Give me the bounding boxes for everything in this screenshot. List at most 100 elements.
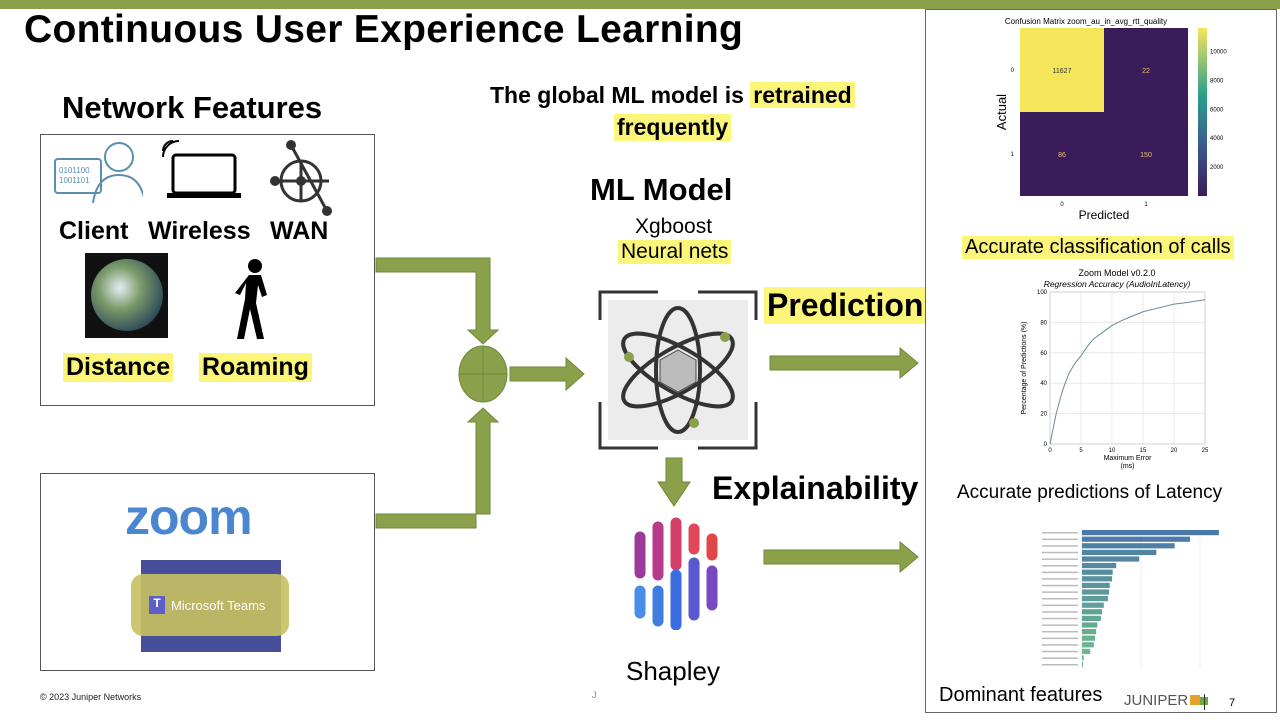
flow-arrows: [375, 257, 919, 574]
feature-bar-label: [1042, 584, 1078, 587]
feature-bar-label: [1042, 637, 1078, 640]
x-tick: 25: [1202, 448, 1209, 454]
svg-text:1001101: 1001101: [59, 176, 90, 185]
y-tick: 40: [1040, 381, 1047, 387]
feature-bar-label: [1042, 644, 1078, 646]
feature-bar-label: [1042, 591, 1078, 593]
svg-text:0101100: 0101100: [59, 166, 90, 175]
plot-frame: [1049, 291, 1206, 445]
feature-bar-label: [1042, 617, 1078, 620]
feature-label-client: Client: [59, 217, 129, 245]
retrain-text: The global ML model is retrained: [490, 82, 855, 109]
prediction-arrow: [769, 346, 919, 380]
x-tick: 10: [1109, 448, 1116, 454]
y-tick: 0: [1044, 442, 1048, 448]
feature-bar: [1082, 563, 1117, 569]
juniper-logo: JUNIPER: [1124, 692, 1209, 709]
feature-bar: [1082, 582, 1110, 588]
feature-bar-label: [1042, 558, 1078, 560]
algo-xgboost: Xgboost: [635, 215, 713, 238]
feature-bar: [1082, 622, 1098, 628]
feature-label-distance: Distance: [63, 353, 174, 382]
feature-importance-chart: [1042, 530, 1219, 669]
retrain-text-line2: frequently: [614, 114, 732, 141]
apps-box: zoom T Microsoft Teams: [40, 473, 375, 671]
feature-bar-label: [1042, 650, 1078, 653]
cell-value: 22: [1142, 68, 1150, 75]
prediction-label: Prediction: [764, 287, 927, 324]
feature-bar-label: [1042, 598, 1078, 600]
feature-bar-label: [1042, 545, 1078, 547]
colorbar-tick: 2000: [1210, 165, 1224, 171]
feature-bar: [1082, 609, 1103, 615]
ml-model-atom-icon: [598, 290, 758, 450]
chart-title: Zoom Model v0.2.0: [1078, 268, 1155, 278]
feature-bar-label: [1042, 565, 1078, 567]
feature-bar-label: [1042, 664, 1078, 666]
teams-label: Microsoft Teams: [171, 598, 266, 613]
feature-bar-label: [1042, 578, 1078, 580]
teams-logo: T Microsoft Teams: [131, 560, 289, 652]
feature-bar-label: [1042, 657, 1078, 659]
cell-value: 150: [1140, 152, 1152, 159]
explainability-label: Explainability: [712, 470, 919, 506]
x-tick: 15: [1140, 448, 1147, 454]
features-heading: Network Features: [62, 90, 323, 125]
shapley-label: Shapley: [626, 656, 720, 686]
feature-bar: [1082, 635, 1095, 641]
feature-bar-label: [1042, 551, 1078, 554]
cell-value: 11627: [1053, 68, 1072, 75]
y-tick: 20: [1040, 412, 1047, 418]
y-label: Actual: [994, 94, 1009, 130]
colorbar-tick: 6000: [1210, 107, 1224, 113]
x-label: Maximum Error: [1104, 455, 1153, 462]
algo-neural-nets: Neural nets: [618, 240, 732, 264]
x-tick: 0: [1060, 202, 1064, 208]
feature-bar-label: [1042, 631, 1078, 633]
feature-bar: [1082, 556, 1140, 562]
latency-curve: [1049, 299, 1206, 445]
latency-label: Accurate predictions of Latency: [957, 482, 1223, 503]
feature-label-wireless: Wireless: [148, 217, 251, 245]
matrix-cell: [1020, 112, 1104, 196]
feature-bar-label: [1042, 624, 1078, 626]
y-tick: 100: [1037, 290, 1048, 296]
walking-person-icon: [235, 259, 267, 339]
classification-label: Accurate classification of calls: [962, 236, 1234, 259]
feature-bar: [1082, 642, 1094, 648]
chart-title: Confusion Matrix zoom_au_in_avg_rtt_qual…: [1005, 17, 1167, 26]
x-label-unit: (ms): [1121, 463, 1135, 470]
matrix-cell: [1104, 112, 1188, 196]
colorbar-tick: 8000: [1210, 78, 1224, 84]
feature-bar: [1082, 648, 1091, 654]
slide-title: Continuous User Experience Learning: [24, 8, 744, 51]
results-panel: [925, 9, 1277, 713]
y-label: Percentage of Predictions (%): [1021, 322, 1028, 415]
colorbar-tick: 4000: [1210, 136, 1224, 142]
matrix-cell: [1104, 28, 1188, 112]
shapley-logo-icon: [634, 517, 718, 630]
feature-bar: [1082, 576, 1113, 582]
feature-bar: [1082, 602, 1104, 608]
explain-down-arrow: [657, 457, 691, 507]
apps-to-sum-arrow: [375, 407, 500, 529]
network-hub-icon: [270, 140, 332, 216]
feature-bar: [1082, 655, 1084, 661]
x-tick: 5: [1079, 448, 1083, 454]
feature-bar: [1082, 662, 1083, 668]
feature-label-wan: WAN: [270, 217, 329, 245]
features-to-sum-arrow: [375, 257, 500, 345]
x-tick: 0: [1048, 448, 1052, 454]
colorbar: [1198, 28, 1207, 196]
feature-bar: [1082, 589, 1110, 595]
x-tick: 1: [1144, 202, 1148, 208]
laptop-wifi-icon: [162, 140, 241, 198]
feature-bar: [1082, 536, 1190, 542]
feature-bar: [1082, 549, 1157, 555]
copyright: © 2023 Juniper Networks: [40, 692, 142, 702]
page-number: 7: [1229, 697, 1236, 709]
y-tick: 0: [1011, 68, 1015, 74]
feature-bar: [1082, 530, 1219, 536]
feature-bar: [1082, 615, 1101, 621]
